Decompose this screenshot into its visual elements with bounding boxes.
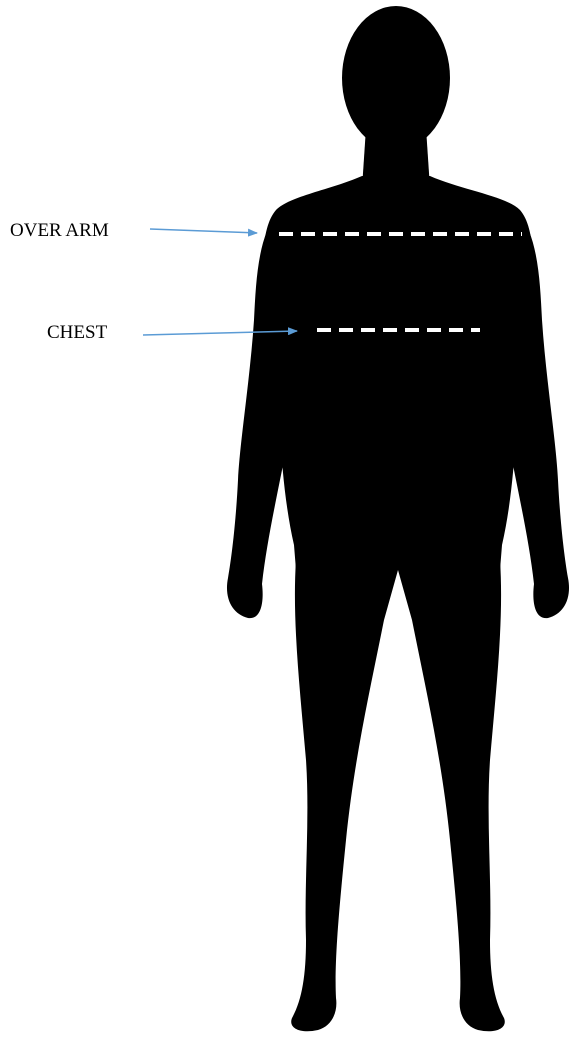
over-arm-label: OVER ARM	[10, 221, 109, 240]
over-arm-arrow	[150, 229, 257, 233]
chest-label: CHEST	[47, 323, 107, 342]
silhouette-right-leg	[398, 560, 505, 1031]
body-silhouette	[227, 6, 569, 1031]
silhouette-left-leg	[291, 560, 398, 1031]
